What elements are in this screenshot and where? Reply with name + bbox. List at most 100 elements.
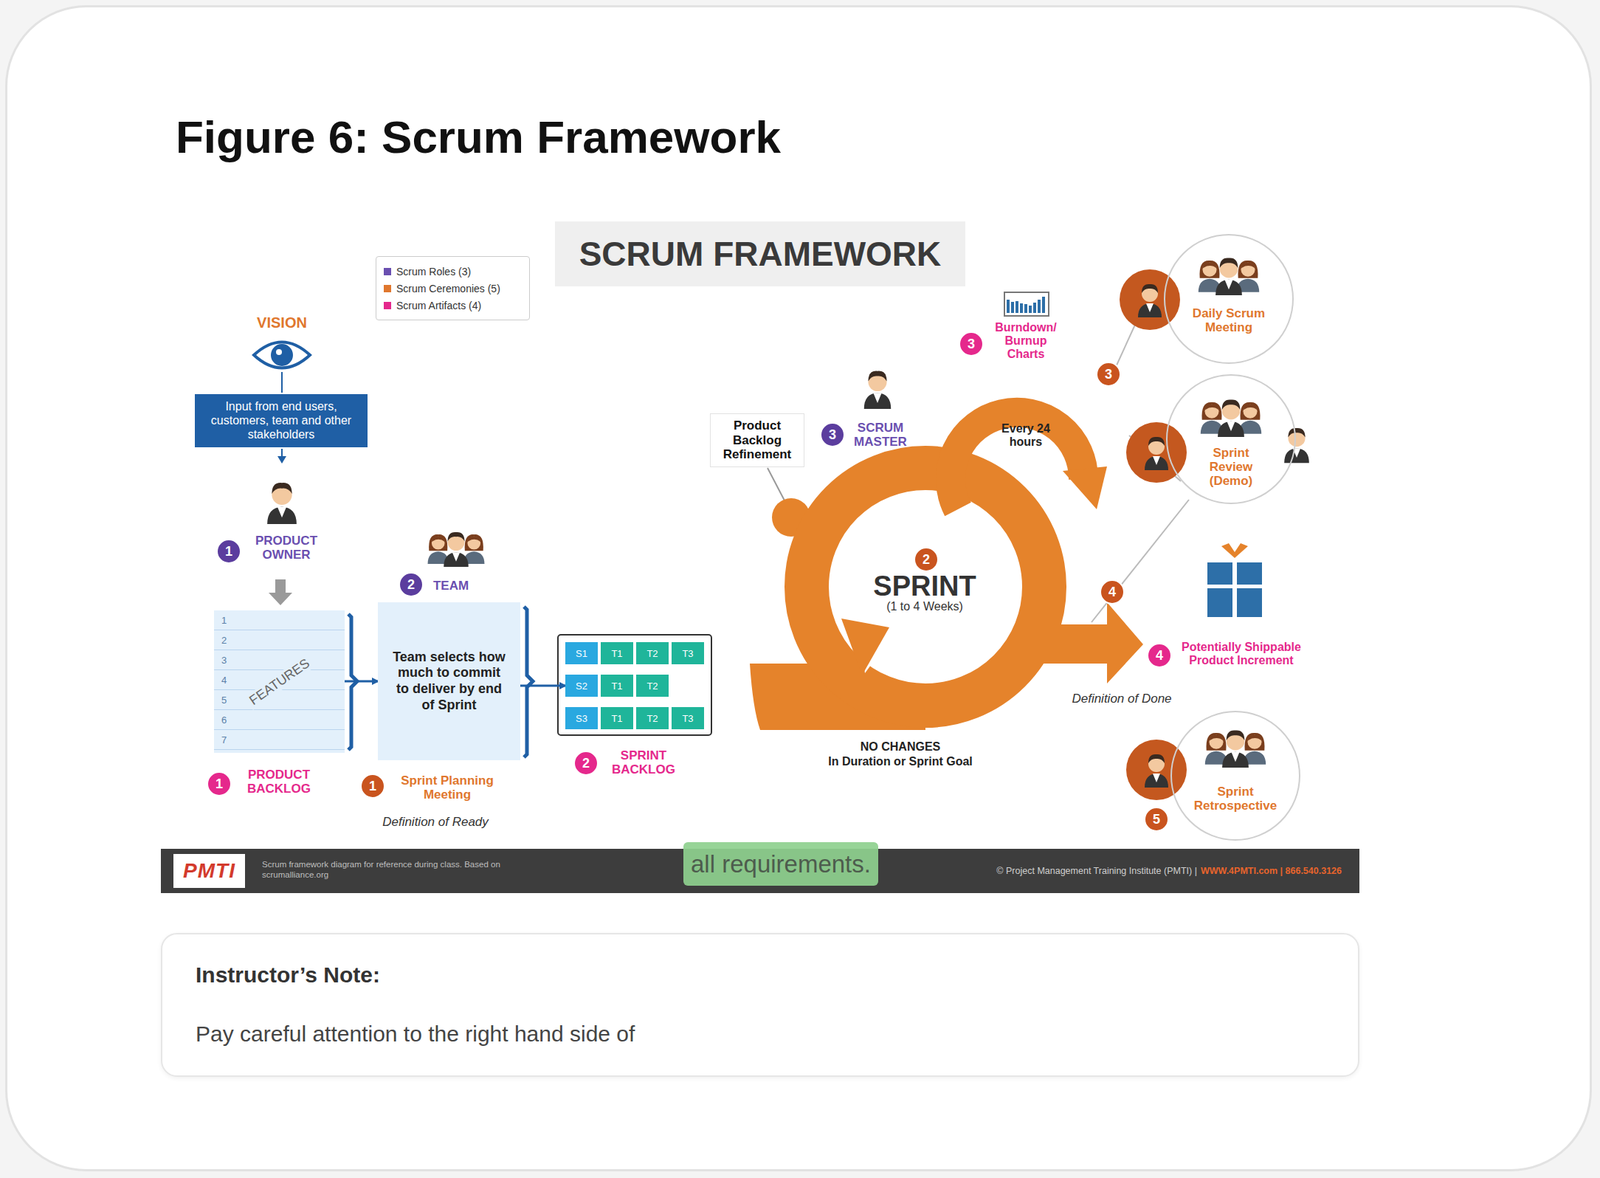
sprint-cycle <box>749 412 1144 730</box>
node-text: 6 <box>214 709 345 730</box>
vision-eye <box>253 342 310 369</box>
footer-bar <box>160 848 1360 893</box>
ceremony-icons <box>1144 436 1169 471</box>
sprint-cycle <box>1018 602 1144 684</box>
connector-arrow <box>520 684 566 688</box>
brackets <box>523 606 533 758</box>
cell-box: T2 <box>636 707 669 730</box>
hl-box: all requirements. <box>683 842 879 886</box>
legend-row: Scrum Artifacts (4) <box>383 296 522 314</box>
cell-box: S2 <box>565 674 598 697</box>
node-text: 5 <box>214 690 345 710</box>
node-text: 3 <box>214 650 345 671</box>
legend-swatch <box>383 284 392 293</box>
label-text: Definition of Done <box>1071 691 1172 706</box>
ceremony-icons <box>1126 739 1187 800</box>
legend-text: Scrum Roles (3) <box>396 265 471 278</box>
ceremony-leaders <box>1091 324 1189 623</box>
label-text: NO CHANGES <box>860 740 941 754</box>
node-text: T1 <box>611 680 623 692</box>
node-text: WWW.4PMTI.com | 866.540.3126 <box>1200 865 1342 877</box>
node-text: Scrum framework diagram for reference du… <box>261 859 502 881</box>
ceremony-circle: Sprint Retrospective <box>1170 710 1301 841</box>
node-text: T1 <box>611 712 623 724</box>
node-text: T2 <box>646 680 658 692</box>
label-text: PRODUCT OWNER <box>249 533 324 562</box>
label-text: TEAM <box>433 578 469 593</box>
node-text: Sprint Retrospective <box>1183 784 1288 813</box>
sprint-backlog-frame <box>557 634 712 736</box>
node-text: 7 <box>214 729 345 750</box>
label-text: Every 24 hours <box>996 422 1056 449</box>
node-text: 2 <box>214 630 345 651</box>
band-box: SCRUM FRAMEWORK <box>554 221 966 287</box>
pbr-box: Product Backlog Refinement <box>709 413 805 468</box>
ceremony-icons <box>1205 730 1266 768</box>
node-text: T3 <box>681 712 693 724</box>
label-text: Sprint Planning Meeting <box>391 773 503 802</box>
label-text: VISION <box>256 314 308 331</box>
legend-swatch <box>383 301 392 310</box>
vision-eye <box>277 456 287 464</box>
legend-box: Scrum Roles (3)Scrum Ceremonies (5)Scrum… <box>375 256 530 321</box>
ceremony-circle: Sprint Review (Demo) <box>1166 374 1296 505</box>
person-icons <box>267 482 297 524</box>
node-text: all requirements. <box>690 850 871 879</box>
refinement-leader <box>767 467 786 502</box>
node-text: PMTI <box>183 859 236 883</box>
callout-number: 2 <box>573 750 599 776</box>
ceremony-icons <box>1119 258 1266 800</box>
ceremony-icons <box>1119 269 1181 330</box>
ceremony-circle: Daily Scrum Meeting <box>1163 233 1294 364</box>
ceremony-icons <box>1126 422 1187 483</box>
footer-credit: © Project Management Training Institute … <box>996 848 1342 893</box>
node-text: T3 <box>681 647 693 660</box>
callout-number: 1 <box>216 538 242 564</box>
cell-box: T3 <box>671 707 705 730</box>
footer-bar <box>160 848 1360 893</box>
sprint-cycle <box>950 412 1084 510</box>
team-box: Team selects how much to commit to deliv… <box>377 602 521 761</box>
node-text: T1 <box>611 647 623 660</box>
cell-box: T2 <box>636 674 669 697</box>
list-box: 1234567FEATURES <box>214 610 345 753</box>
vision-eye <box>281 371 283 393</box>
chart-icon <box>1004 292 1049 316</box>
node-text: FEATURES <box>243 653 315 710</box>
chart-icon <box>1004 292 1049 316</box>
sprint-cycle <box>841 618 890 676</box>
callout-number: 4 <box>1146 642 1172 668</box>
label-text: SPRINT BACKLOG <box>602 748 685 777</box>
callout-number: 3 <box>1095 361 1122 387</box>
legend-text: Scrum Artifacts (4) <box>396 299 482 312</box>
label-text: PRODUCT BACKLOG <box>242 767 316 796</box>
label-text: SCRUM MASTER <box>849 420 912 449</box>
gift-icon <box>1204 543 1265 617</box>
down-arrow <box>268 579 293 606</box>
sprint-cycle <box>1062 466 1108 510</box>
person-icons <box>1284 428 1310 463</box>
person-icons <box>864 371 891 409</box>
node-text: SCRUM FRAMEWORK <box>579 233 942 274</box>
callout-number: 2 <box>913 546 939 572</box>
cell-box: T1 <box>600 642 634 665</box>
node-text: © Project Management Training Institute … <box>996 865 1198 877</box>
legend-row: Scrum Roles (3) <box>383 262 522 280</box>
legend-swatch <box>383 267 392 276</box>
note-box: Instructor’s Note:Pay careful attention … <box>160 932 1360 1077</box>
sprint-cycle <box>806 467 1045 706</box>
ceremony-icons <box>1144 754 1169 788</box>
gift-icon <box>1221 543 1248 558</box>
logo-box: PMTI <box>173 853 246 888</box>
label-text: Definition of Ready <box>382 814 489 829</box>
callout-number: 1 <box>360 773 386 799</box>
diagram-ground <box>160 219 1360 849</box>
label-text: In Duration or Sprint Goal <box>828 754 973 769</box>
node-text: Product Backlog Refinement <box>715 418 800 462</box>
node-text: Instructor’s Note: <box>195 962 381 988</box>
connector-arrow <box>344 680 378 683</box>
node-text: T2 <box>646 647 658 660</box>
sprint-backlog-frame <box>557 634 712 736</box>
gift-icon <box>1207 584 1262 589</box>
callout-number: 4 <box>1099 579 1125 605</box>
